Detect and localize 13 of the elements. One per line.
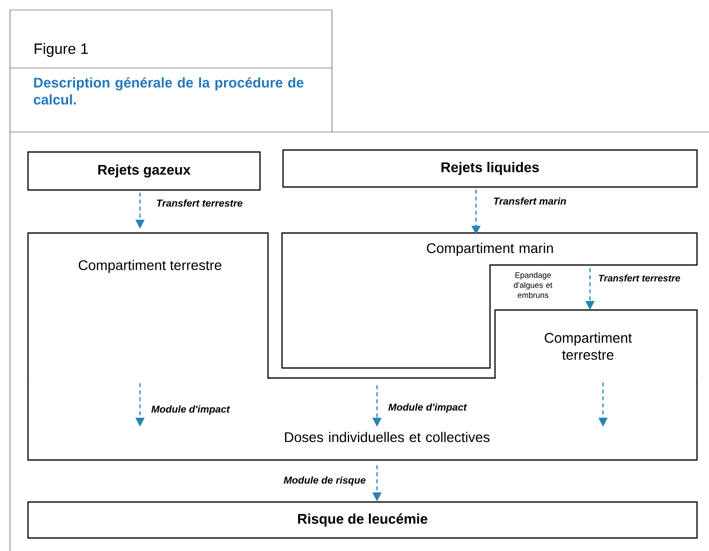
edge-label: Transfert marin bbox=[494, 197, 566, 205]
edge-label: Transfert terrestre bbox=[156, 199, 242, 207]
title-box: Figure 1 bbox=[10, 10, 332, 68]
process-box: Rejets gazeux bbox=[27, 151, 261, 191]
note: Epandage d'algues et embruns bbox=[514, 272, 552, 298]
process-box: Risque de leucémie bbox=[27, 501, 698, 539]
process-box: Rejets liquides bbox=[282, 149, 698, 188]
edge-label: Transfert terrestre bbox=[598, 274, 680, 282]
edge-label: Module d'impact bbox=[151, 405, 230, 415]
edge-label: Module d'impact bbox=[388, 403, 468, 413]
compartment-box: Compartiment terrestre bbox=[27, 232, 269, 383]
edge-label: Module de risque bbox=[284, 476, 366, 486]
caption: Description générale de la procédure de calcul. bbox=[34, 77, 304, 105]
